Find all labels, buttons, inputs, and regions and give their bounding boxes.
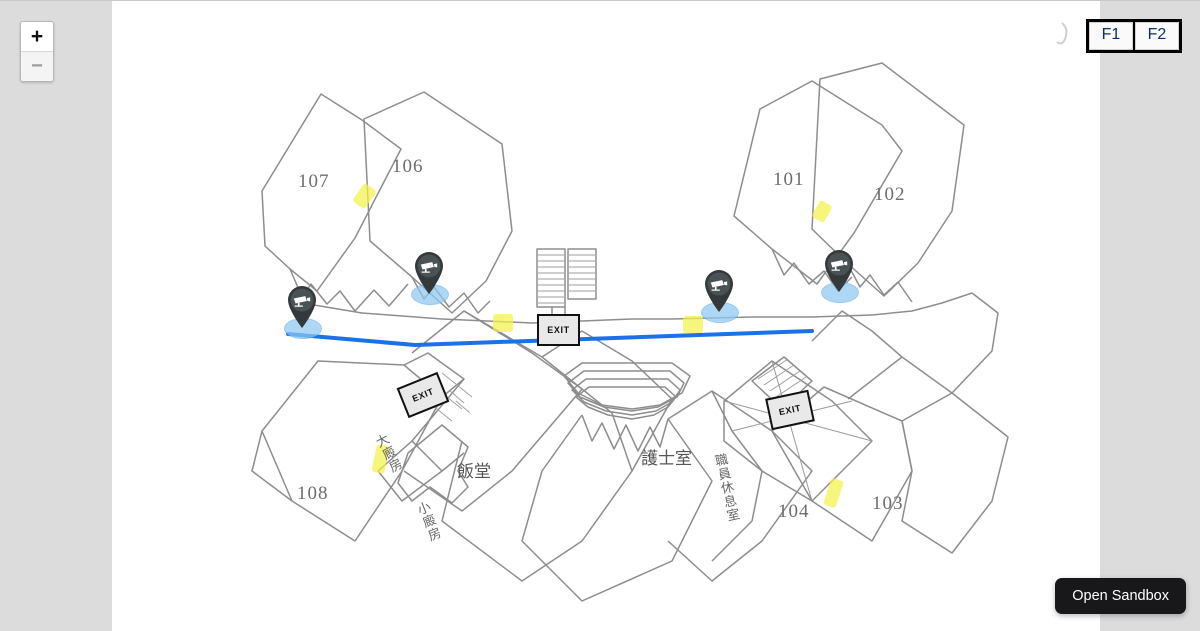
- cctv-camera-icon: [293, 296, 311, 307]
- camera-marker[interactable]: [817, 248, 861, 306]
- floor-switcher[interactable]: F1 F2: [1086, 19, 1182, 53]
- floorplan-linework: [251, 22, 1068, 602]
- cctv-camera-icon: [710, 280, 728, 291]
- open-sandbox-button[interactable]: Open Sandbox: [1055, 578, 1186, 614]
- camera-marker[interactable]: [697, 268, 741, 326]
- exit-sign: EXIT: [537, 314, 580, 346]
- cctv-camera-icon: [830, 260, 848, 271]
- floorplan-image: 107 106 101 102 108 104 103 飯堂 大廄房 小廄房 護…: [112, 1, 1100, 631]
- floor-button-f2[interactable]: F2: [1135, 22, 1179, 50]
- map-canvas[interactable]: 107 106 101 102 108 104 103 飯堂 大廄房 小廄房 護…: [112, 1, 1100, 631]
- cctv-camera-icon: [420, 262, 438, 273]
- zoom-control[interactable]: + −: [20, 21, 54, 82]
- zoom-out-button[interactable]: −: [21, 51, 53, 81]
- camera-marker[interactable]: [280, 284, 324, 342]
- zoom-in-button[interactable]: +: [21, 22, 53, 51]
- camera-marker[interactable]: [407, 250, 451, 308]
- route-path: [286, 329, 814, 347]
- floor-button-f1[interactable]: F1: [1089, 22, 1133, 50]
